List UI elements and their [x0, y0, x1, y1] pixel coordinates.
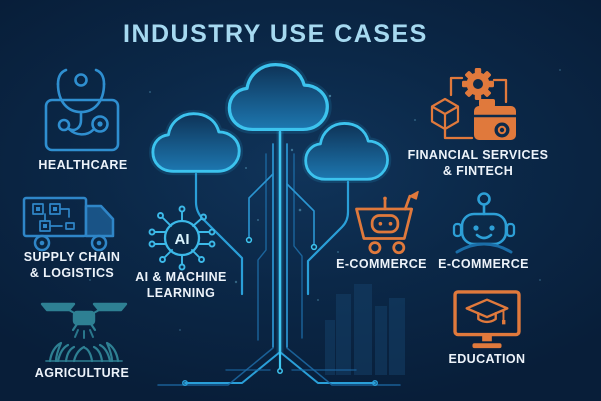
- industry-item-healthcare: [40, 64, 124, 154]
- industry-item-education: [446, 289, 528, 351]
- industry-label-agriculture: AGRICULTURE: [34, 366, 130, 380]
- city-skyline: [325, 284, 405, 375]
- industry-label-ai-ml: AI & MACHINE LEARNING: [135, 270, 227, 300]
- cube-glyph: [430, 97, 460, 131]
- industry-item-ecommerce-bot: [449, 189, 519, 254]
- circuit-trunk: [157, 128, 401, 386]
- cloud-center: [227, 62, 329, 132]
- drone-crops-icon: [40, 302, 128, 363]
- ai-chip-icon: AI: [148, 205, 216, 271]
- cloud-left: [151, 112, 241, 173]
- industry-label-ecommerce-bot: E-COMMERCE: [438, 257, 529, 271]
- industry-label-fintech: FINANCIAL SERVICES & FINTECH: [407, 148, 549, 178]
- chatbot-icon: [452, 192, 516, 254]
- industry-label-healthcare: HEALTHCARE: [38, 158, 128, 172]
- industry-label-supply-chain: SUPPLY CHAIN & LOGISTICS: [23, 250, 121, 280]
- industry-label-ecommerce-cart: E-COMMERCE: [336, 257, 427, 271]
- gear-glyph: [462, 68, 494, 100]
- stethoscope-icon: [44, 68, 120, 152]
- robot-cart-icon: [355, 190, 419, 255]
- fintech-gear-wallet-icon: [430, 68, 516, 140]
- industry-label-education: EDUCATION: [448, 352, 526, 366]
- industry-item-ecommerce-cart: [350, 187, 420, 255]
- industry-item-fintech: [424, 64, 524, 150]
- page-title: INDUSTRY USE CASES: [123, 20, 428, 48]
- industry-item-agriculture: [38, 299, 130, 365]
- industry-item-ai-ml: AI: [144, 199, 220, 275]
- ai-badge-text: AI: [175, 231, 190, 248]
- delivery-truck-icon: [22, 196, 115, 252]
- cloud-circuit-tree: [130, 52, 405, 386]
- cloud-right: [304, 122, 389, 181]
- monitor-graduation-icon: [453, 290, 521, 349]
- wallet-glyph: [474, 99, 516, 140]
- industry-item-supply-chain: [22, 190, 122, 254]
